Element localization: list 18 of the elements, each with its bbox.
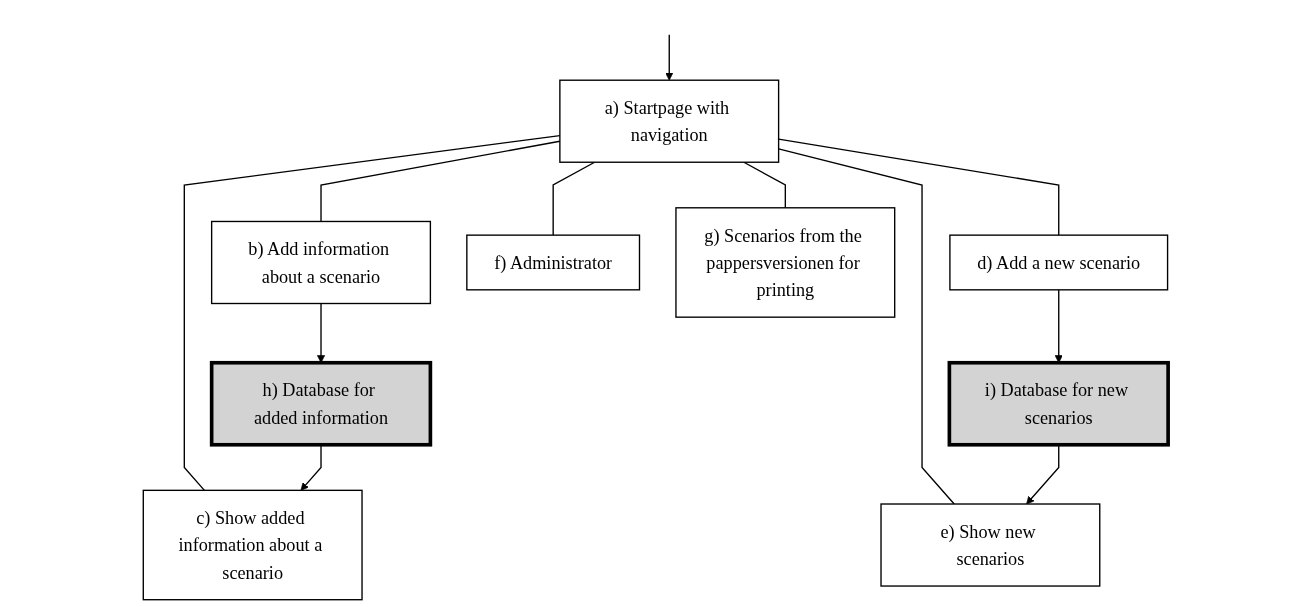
node-box: h) Database for added information <box>210 360 433 447</box>
arrow <box>1026 444 1060 505</box>
arrow <box>665 33 674 81</box>
connector <box>320 140 561 223</box>
node-box: e) Show new scenarios <box>880 503 1101 587</box>
node-box: f) Administrator <box>466 234 641 291</box>
node-box: g) Scenarios from the pappersversionen for printing <box>675 207 896 318</box>
node-box: a) Startpage with navigation <box>559 79 780 163</box>
connector <box>778 138 1060 236</box>
connector <box>183 134 561 492</box>
node-box: b) Add information about a scenario <box>211 220 432 305</box>
arrow <box>300 444 322 491</box>
connector <box>778 148 956 505</box>
connector <box>743 161 787 209</box>
connector <box>552 161 596 236</box>
node-box: c) Show added information about a scenario <box>142 489 363 601</box>
node-box: d) Add a new scenario <box>949 234 1169 291</box>
node-box: i) Database for new scenarios <box>947 360 1171 447</box>
